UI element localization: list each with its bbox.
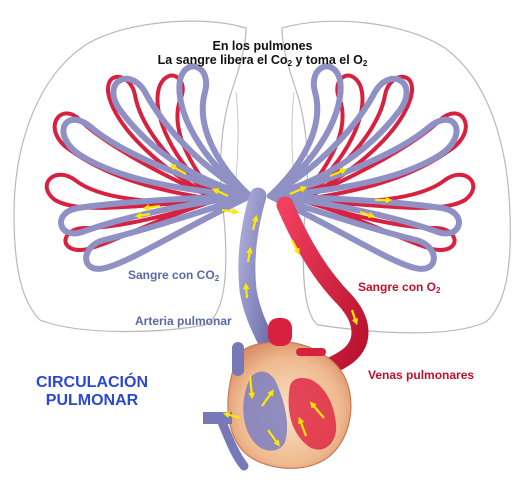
title-subscript-1: 2 bbox=[287, 59, 293, 68]
right-lung-outline bbox=[281, 20, 511, 334]
flow-arrows bbox=[134, 164, 393, 447]
label-sangre-co2-text: Sangre con CO bbox=[128, 268, 215, 282]
heading-line-2: PULMONAR bbox=[45, 392, 139, 409]
left-lung-outline bbox=[13, 20, 247, 333]
label-sangre-co2: Sangre con CO2 bbox=[128, 269, 219, 283]
title-line-2: La sangre libera el Co2 y toma el O2 bbox=[0, 54, 525, 68]
heart bbox=[203, 318, 352, 471]
right-blue-loops bbox=[267, 63, 462, 272]
title-line-1: En los pulmones bbox=[212, 39, 313, 53]
left-blue-loops bbox=[58, 63, 253, 272]
title-part-b: y toma el O bbox=[292, 53, 363, 67]
heading-line-1: CIRCULACIÓN bbox=[36, 374, 148, 391]
label-sangre-o2-sub: 2 bbox=[436, 286, 441, 295]
title-subscript-2: 2 bbox=[362, 59, 368, 68]
blue-trunk bbox=[238, 187, 277, 354]
left-red-loops bbox=[44, 73, 220, 253]
label-venas-pulmonares: Venas pulmonares bbox=[368, 368, 475, 382]
label-sangre-co2-sub: 2 bbox=[214, 274, 220, 283]
title-part-a: La sangre libera el Co bbox=[157, 53, 288, 67]
label-arteria-pulmonar: Arteria pulmonar bbox=[135, 314, 232, 328]
label-sangre-o2-text: Sangre con O bbox=[358, 280, 437, 294]
label-sangre-o2: Sangre con O2 bbox=[358, 281, 440, 295]
